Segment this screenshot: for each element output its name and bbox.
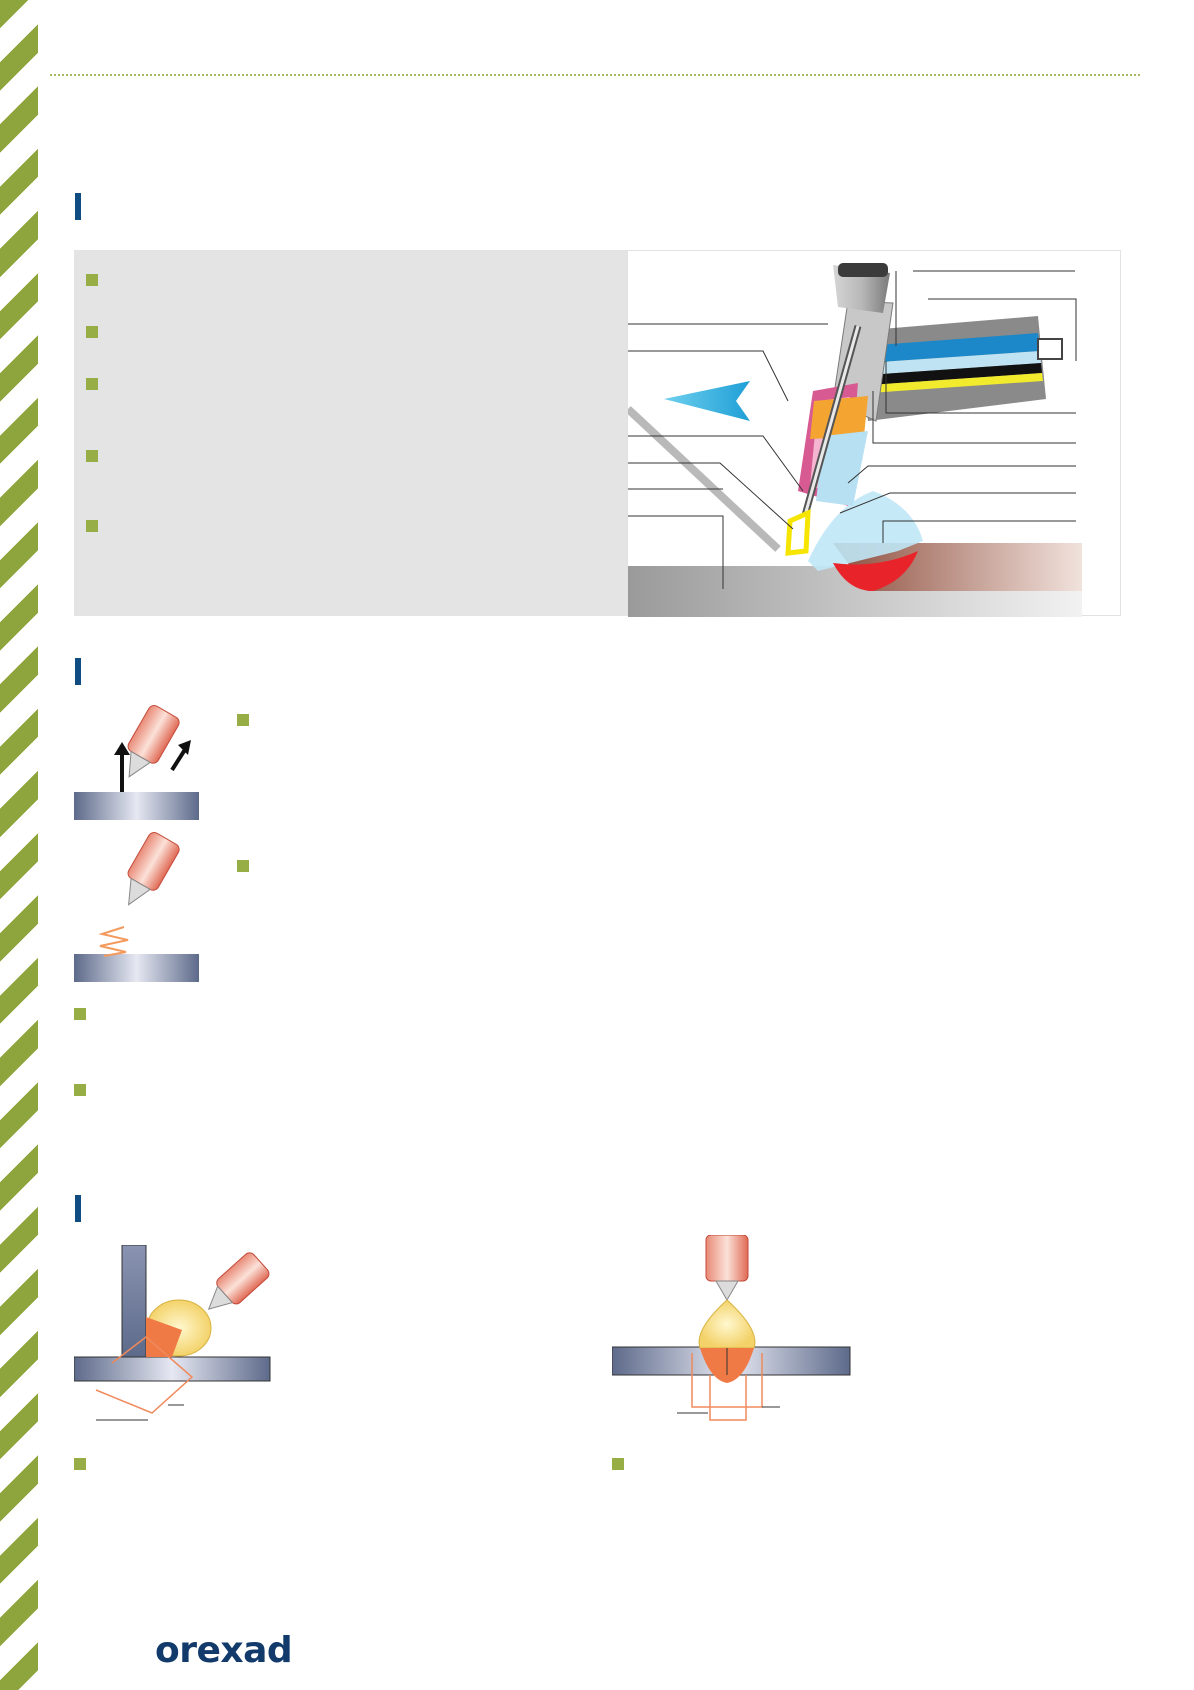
square-bullet-icon	[86, 378, 98, 390]
lift-arc-ignition-icon	[74, 705, 199, 820]
square-bullet-icon	[612, 1458, 624, 1470]
square-bullet-icon	[237, 714, 249, 726]
header-dotted-rule	[50, 74, 1140, 76]
square-bullet-icon	[86, 520, 98, 532]
square-bullet-icon	[86, 326, 98, 338]
tig-torch-diagram-panel	[625, 250, 1121, 617]
high-frequency-start-icon	[74, 832, 199, 982]
square-bullet-icon	[86, 450, 98, 462]
decorative-side-stripes	[0, 0, 38, 1690]
tig-torch-diagram	[625, 263, 1082, 617]
square-bullet-icon	[74, 1458, 86, 1470]
section-marker-2	[75, 658, 81, 685]
square-bullet-icon	[237, 860, 249, 872]
principle-text-panel	[74, 250, 627, 616]
fillet-weld-icon	[74, 1245, 271, 1421]
section-marker-1	[75, 193, 81, 220]
orexad-logo: orexad	[155, 1630, 293, 1671]
square-bullet-icon	[74, 1008, 86, 1020]
section-marker-3	[75, 1195, 81, 1222]
butt-weld-icon	[612, 1235, 851, 1421]
square-bullet-icon	[86, 274, 98, 286]
square-bullet-icon	[74, 1084, 86, 1096]
